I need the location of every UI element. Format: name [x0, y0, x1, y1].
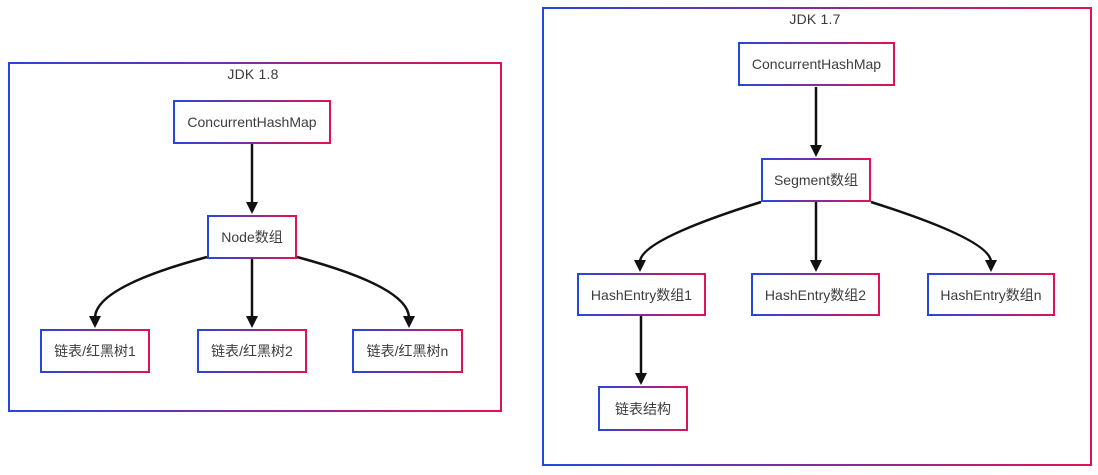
jdk17-title: JDK 1.7	[789, 11, 841, 27]
node-jdk18-node-array: Node数组	[207, 215, 297, 259]
node-jdk18-list-rbtree-1: 链表/红黑树1	[40, 329, 150, 373]
node-jdk17-hashentry-2: HashEntry数组2	[751, 273, 880, 316]
jdk18-title: JDK 1.8	[227, 66, 279, 82]
node-jdk17-linked-list: 链表结构	[598, 386, 688, 431]
node-jdk17-hashentry-1: HashEntry数组1	[577, 273, 706, 316]
node-jdk18-concurrenthashmap: ConcurrentHashMap	[173, 100, 331, 144]
node-jdk17-hashentry-n: HashEntry数组n	[927, 273, 1055, 316]
node-jdk18-list-rbtree-2: 链表/红黑树2	[197, 329, 307, 373]
node-jdk17-concurrenthashmap: ConcurrentHashMap	[738, 42, 895, 86]
node-jdk18-list-rbtree-n: 链表/红黑树n	[352, 329, 463, 373]
node-jdk17-segment-array: Segment数组	[761, 158, 871, 202]
